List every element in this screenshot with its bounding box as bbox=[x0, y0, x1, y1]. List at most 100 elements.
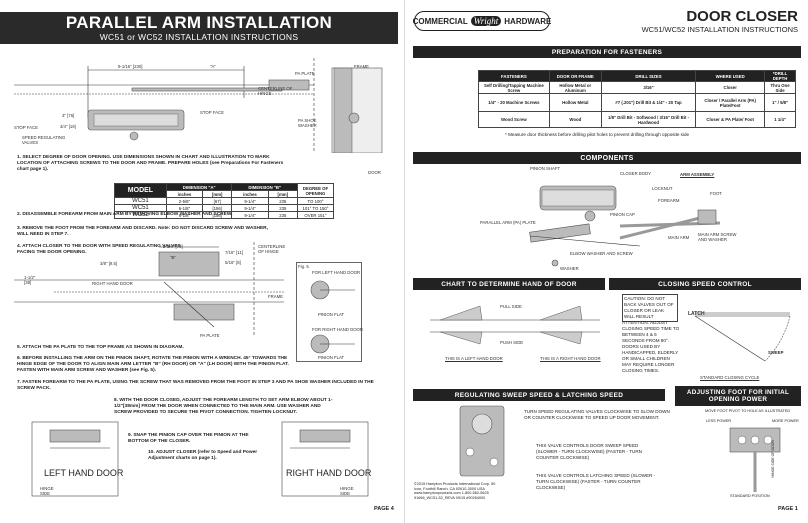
dim-34in: 3/4" [19] bbox=[60, 124, 76, 129]
speed-drawing bbox=[694, 312, 791, 362]
reg-header: REGULATING SWEEP SPEED & LATCHING SPEED bbox=[413, 389, 665, 401]
cell: 1 1/4" bbox=[764, 111, 796, 128]
foot-header-text: ADJUSTING FOOT FOR INITIAL OPENING POWER bbox=[686, 389, 790, 403]
fig5-rh-drawing bbox=[310, 334, 355, 354]
comp-elbow: ELBOW WASHER AND SCREW bbox=[570, 251, 633, 256]
label-stop-face-right: STOP FACE bbox=[200, 110, 224, 115]
top-install-diagram bbox=[14, 58, 383, 153]
cell: TO 100° bbox=[297, 197, 334, 205]
model-table: MODEL DIMENSION "A" DIMENSION "B" DEGREE… bbox=[114, 183, 334, 219]
cell: OVER 151° bbox=[297, 211, 334, 219]
rh-hinge-side: HINGE SIDE bbox=[340, 486, 354, 496]
th: FASTENERS bbox=[478, 70, 550, 82]
cell: [156] bbox=[202, 204, 233, 212]
logo-commercial: COMMERCIAL bbox=[412, 16, 468, 26]
dim-mid-f: 1-1/2" [38] bbox=[24, 275, 36, 285]
hand-rh: THIS IS A RIGHT HAND DOOR bbox=[540, 356, 601, 361]
cell: 6-1/8" bbox=[165, 204, 204, 212]
fig5-pinion-flat-1: PINION FLAT bbox=[318, 312, 345, 317]
rh-door-label: RIGHT HAND DOOR bbox=[286, 468, 372, 478]
cell: 9-1/4" bbox=[231, 204, 269, 212]
foot-less: LESS POWER bbox=[706, 419, 732, 423]
cell: Self Drilling/Tapping Machine Screw bbox=[478, 81, 550, 94]
label-pa-shoe-washer: PA SHOE WASHER bbox=[298, 118, 317, 128]
comp-washer: WASHER bbox=[560, 266, 579, 271]
logo-wright: Wright bbox=[470, 16, 502, 26]
lh-hinge-side: HINGE SIDE bbox=[40, 486, 54, 496]
table-row: Wood Screw Wood 1/8" Drill Bit - Softwoo… bbox=[478, 111, 796, 128]
fig5-rh: FOR RIGHT HAND DOOR bbox=[312, 327, 364, 332]
prep-table: FASTENERS DOOR OR FRAME DRILL SIZES WHER… bbox=[478, 70, 796, 128]
label-frame-mid: FRAME bbox=[268, 294, 284, 299]
step-1: 1. SELECT DEGREE OF DOOR OPENING. USE DI… bbox=[17, 155, 284, 173]
foot-hinge: HINGE SIDE OF DOOR bbox=[771, 440, 775, 478]
cell: Closer bbox=[695, 81, 766, 94]
cell: #7 (.201") Drill Bit & 1/4" - 20 Tap bbox=[600, 93, 697, 112]
cell: [156] bbox=[202, 211, 233, 219]
right-page-number: PAGE 1 bbox=[778, 506, 798, 512]
prep-note: * Measure door thickness before drilling… bbox=[505, 132, 690, 137]
speed-sweep: SWEEP bbox=[768, 350, 784, 355]
comp-pa-plate: PARALLEL ARM (PA) PLATE bbox=[480, 220, 536, 225]
th: *DRILL DEPTH bbox=[764, 70, 796, 82]
cell: 2-5/8" bbox=[165, 197, 204, 205]
copyright-footer: ©2015 Hampton Products International Cor… bbox=[414, 482, 496, 500]
cell: 1/4" - 20 Machine Screws bbox=[478, 93, 550, 112]
table-row: 1/4" - 20 Machine Screws Hollow Metal #7… bbox=[478, 93, 796, 112]
cell: Hollow Metal bbox=[548, 93, 602, 112]
step-4: 4. ATTACH CLOSER TO THE DOOR WITH SPEED … bbox=[17, 244, 181, 256]
left-title-bar: PARALLEL ARM INSTALLATION WC51 or WC52 I… bbox=[0, 12, 398, 44]
step-8: 8. WITH THE DOOR CLOSED, ADJUST THE FORE… bbox=[114, 398, 333, 416]
cell: 235 bbox=[267, 204, 299, 212]
step-7: 7. FASTEN FOREARM TO THE PA PLATE, USING… bbox=[17, 380, 374, 392]
dim-mid-d: 5/16" [8] bbox=[225, 260, 241, 265]
th-in-a: inches bbox=[165, 190, 204, 198]
label-speed-valves: SPEED REGULATING VALVES bbox=[22, 135, 66, 145]
th-degree: DEGREE OF OPENING bbox=[297, 183, 334, 198]
cell: Closer & PA Plate/ Foot bbox=[695, 111, 766, 128]
dim-top: 9-1/16" [230] bbox=[118, 64, 143, 69]
cell: 9-1/4" bbox=[231, 197, 269, 205]
comp-arm-assembly: ARM ASSEMBLY bbox=[680, 172, 715, 177]
label-frame-top: FRAME bbox=[354, 64, 370, 69]
th: DOOR OR FRAME bbox=[548, 70, 602, 82]
table-row: WC52 6-1/8" [156] 9-1/4" 235 OVER 151° bbox=[114, 211, 334, 219]
reg-text-2: THIS VALVE CONTROLS DOOR SWEEP SPEED (SL… bbox=[536, 443, 643, 460]
reg-text-1: TURN SPEED REGULATING VALVES CLOCKWISE T… bbox=[524, 409, 670, 420]
th-mm-b: [mm] bbox=[267, 190, 299, 198]
components-header: COMPONENTS bbox=[413, 152, 801, 164]
speed-attention: ATTENTION: ADJUST CLOSING SPEED TIME TO … bbox=[622, 320, 680, 373]
cell: 1" / 5/8" bbox=[764, 93, 796, 112]
components-drawing bbox=[529, 185, 721, 267]
comp-foot: FOOT bbox=[710, 191, 722, 196]
hand-pull: PULL SIDE bbox=[500, 304, 522, 309]
comp-pinion-cap: PINION CAP bbox=[610, 212, 635, 217]
label-pa-plate-top: PA PLATE bbox=[295, 71, 315, 76]
cell: Hollow Metal or Aluminum bbox=[548, 81, 602, 94]
cell: Thru One Side bbox=[764, 81, 796, 94]
fig5-pinion-flat-2: PINION FLAT bbox=[318, 355, 345, 360]
th: DRILL SIZES bbox=[600, 70, 697, 82]
comp-main-arm: MAIN ARM bbox=[668, 235, 690, 240]
dim-mid-a: 2-3/4" [70] bbox=[163, 244, 183, 249]
th-dim-b: DIMENSION "B" bbox=[231, 183, 298, 191]
comp-main-arm-screw: MAIN ARM SCREW AND WASHER bbox=[698, 232, 737, 242]
cell: [67] bbox=[202, 197, 233, 205]
left-page-number: PAGE 4 bbox=[374, 506, 394, 512]
cell: WC51 bbox=[114, 204, 167, 212]
speed-header: CLOSING SPEED CONTROL bbox=[609, 278, 801, 290]
dim-mid-e: 3/8" [9.5] bbox=[100, 261, 118, 266]
comp-closer-body: CLOSER BODY bbox=[620, 171, 652, 176]
step-5: 5. ATTACH THE PA PLATE TO THE TOP FRAME … bbox=[17, 345, 184, 350]
label-rh-door-mid: RIGHT HAND DOOR bbox=[92, 281, 133, 286]
foot-header: ADJUSTING FOOT FOR INITIAL OPENING POWER bbox=[675, 386, 801, 406]
label-pa-plate-mid: PA PLATE bbox=[200, 333, 220, 338]
cell: 1/8" Drill Bit - Softwood / 3/16" Drill … bbox=[600, 111, 697, 128]
cell: 235 bbox=[267, 197, 299, 205]
step-2: 2. DISASSEMBLE FOREARM FROM MAIN ARM BY … bbox=[17, 212, 233, 217]
fig5-box bbox=[296, 262, 362, 362]
speed-cycle: STANDARD CLOSING CYCLE bbox=[700, 375, 760, 380]
th-in-b: inches bbox=[231, 190, 269, 198]
logo-hardware: HARDWARE bbox=[504, 16, 552, 26]
hand-drawing bbox=[430, 305, 600, 345]
